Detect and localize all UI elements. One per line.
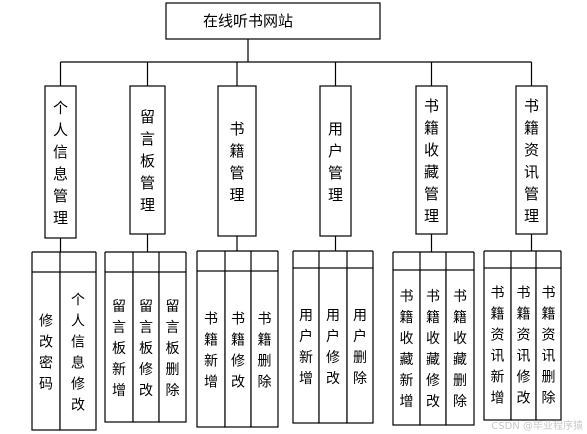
module-6-child-2: 书籍资讯修改 bbox=[510, 267, 537, 421]
module-4-box bbox=[319, 85, 352, 237]
module-2-child-1-label: 留言板新增 bbox=[112, 299, 126, 399]
module-5-child-3: 书籍收藏删除 bbox=[445, 269, 475, 426]
module-3: 书籍管理 bbox=[217, 85, 257, 237]
module-6-box bbox=[515, 85, 548, 235]
module-6-child-3: 书籍资讯删除 bbox=[535, 267, 562, 421]
module-6-child-1-label: 书籍资讯新增 bbox=[491, 285, 505, 406]
module-2-child-1-box bbox=[104, 271, 134, 423]
module-4-child-3-label: 用户删除 bbox=[353, 308, 367, 387]
module-5-box bbox=[415, 85, 448, 235]
module-5-child-3-box bbox=[445, 269, 475, 426]
module-4-child-1-box bbox=[292, 267, 320, 424]
root-node-label: 在线听书网站 bbox=[203, 12, 293, 30]
module-3-child-3: 书籍删除 bbox=[250, 270, 279, 428]
module-2-box bbox=[129, 85, 166, 235]
module-5-label: 书籍收藏管理 bbox=[424, 97, 439, 225]
module-1-child-1-box bbox=[31, 271, 61, 431]
module-6: 书籍资讯管理 bbox=[515, 85, 548, 235]
module-3-label: 书籍管理 bbox=[229, 120, 244, 204]
module-1-child-2-box bbox=[59, 271, 97, 431]
root-node: 在线听书网站 bbox=[165, 2, 381, 40]
module-1-child-1: 修改密码 bbox=[31, 271, 61, 431]
module-2: 留言板管理 bbox=[129, 85, 166, 235]
module-2-child-2: 留言板修改 bbox=[132, 271, 160, 423]
module-6-child-2-box bbox=[510, 267, 537, 421]
module-6-child-3-box bbox=[535, 267, 562, 421]
watermark: CSDN @毕业程序猿 bbox=[491, 419, 583, 432]
module-5-child-3-label: 书籍收藏删除 bbox=[453, 289, 467, 410]
module-3-child-1-label: 书籍新增 bbox=[204, 311, 218, 390]
module-2-label: 留言板管理 bbox=[140, 108, 155, 214]
root-node-box bbox=[165, 2, 381, 40]
module-3-child-3-label: 书籍删除 bbox=[258, 311, 272, 390]
module-6-child-2-label: 书籍资讯修改 bbox=[517, 285, 531, 406]
module-2-child-3-box bbox=[158, 271, 187, 423]
module-6-child-3-label: 书籍资讯删除 bbox=[542, 285, 556, 406]
module-4-child-1-label: 用户新增 bbox=[299, 308, 313, 387]
module-5-child-1: 书籍收藏新增 bbox=[392, 269, 421, 426]
module-1: 个人信息管理 bbox=[44, 85, 77, 239]
module-1-child-1-label: 修改密码 bbox=[39, 313, 53, 392]
connector-lines bbox=[31, 39, 562, 272]
module-6-label: 书籍资讯管理 bbox=[524, 97, 539, 225]
module-4-child-2: 用户修改 bbox=[318, 267, 348, 424]
module-1-box bbox=[44, 85, 77, 239]
module-4-label: 用户管理 bbox=[328, 120, 343, 204]
module-2-child-2-label: 留言板修改 bbox=[139, 299, 153, 399]
module-4-child-1: 用户新增 bbox=[292, 267, 320, 424]
module-4-child-2-label: 用户修改 bbox=[326, 308, 340, 387]
module-4-child-2-box bbox=[318, 267, 348, 424]
module-3-box bbox=[217, 85, 257, 237]
module-4-child-3-box bbox=[346, 267, 374, 424]
module-3-child-2-label: 书籍修改 bbox=[231, 311, 245, 390]
module-3-child-2: 书籍修改 bbox=[224, 270, 252, 428]
module-5: 书籍收藏管理 bbox=[415, 85, 448, 235]
module-3-child-2-box bbox=[224, 270, 252, 428]
module-2-child-1: 留言板新增 bbox=[104, 271, 134, 423]
module-6-child-1: 书籍资讯新增 bbox=[483, 267, 512, 421]
module-3-child-1: 书籍新增 bbox=[196, 270, 226, 428]
module-5-child-1-box bbox=[392, 269, 421, 426]
module-3-child-1-box bbox=[196, 270, 226, 428]
module-1-label: 个人信息管理 bbox=[53, 99, 68, 227]
module-5-child-2: 书籍收藏修改 bbox=[419, 269, 447, 426]
module-1-child-2: 个人信息修改 bbox=[59, 271, 97, 431]
module-2-child-3-label: 留言板删除 bbox=[166, 299, 180, 399]
module-4-child-3: 用户删除 bbox=[346, 267, 374, 424]
module-5-child-2-label: 书籍收藏修改 bbox=[426, 289, 440, 410]
module-3-child-3-box bbox=[250, 270, 279, 428]
module-2-child-3: 留言板删除 bbox=[158, 271, 187, 423]
module-5-child-1-label: 书籍收藏新增 bbox=[400, 289, 414, 410]
module-4: 用户管理 bbox=[319, 85, 352, 237]
module-1-child-2-label: 个人信息修改 bbox=[71, 292, 85, 413]
